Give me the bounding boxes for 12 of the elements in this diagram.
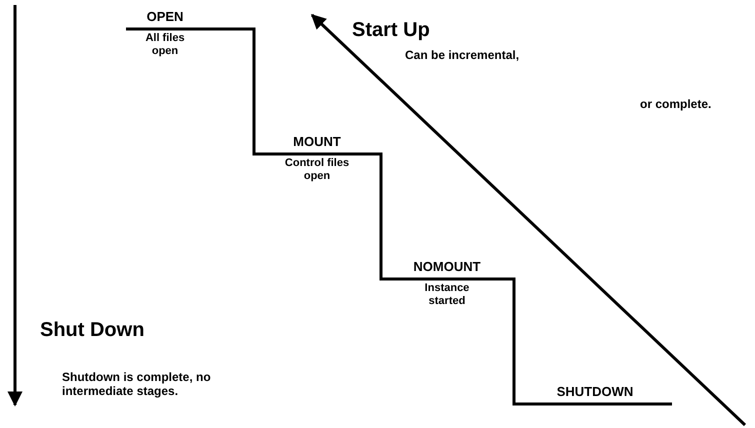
stage-description: All files open: [144, 32, 186, 58]
stage-name: SHUTDOWN: [556, 384, 634, 400]
stage-name: MOUNT: [292, 134, 342, 150]
note-text: or complete.: [640, 97, 712, 112]
note-text: Shutdown is complete, no intermediate stages.: [62, 370, 212, 399]
note-text: Can be incremental,: [405, 48, 520, 62]
heading: Shut Down: [40, 318, 146, 342]
stage-description: Control files open: [284, 157, 350, 184]
heading: Start Up: [352, 18, 431, 42]
stage-name: OPEN: [146, 9, 184, 25]
stage-description: Instance started: [424, 282, 470, 308]
stage-name: NOMOUNT: [412, 259, 482, 275]
